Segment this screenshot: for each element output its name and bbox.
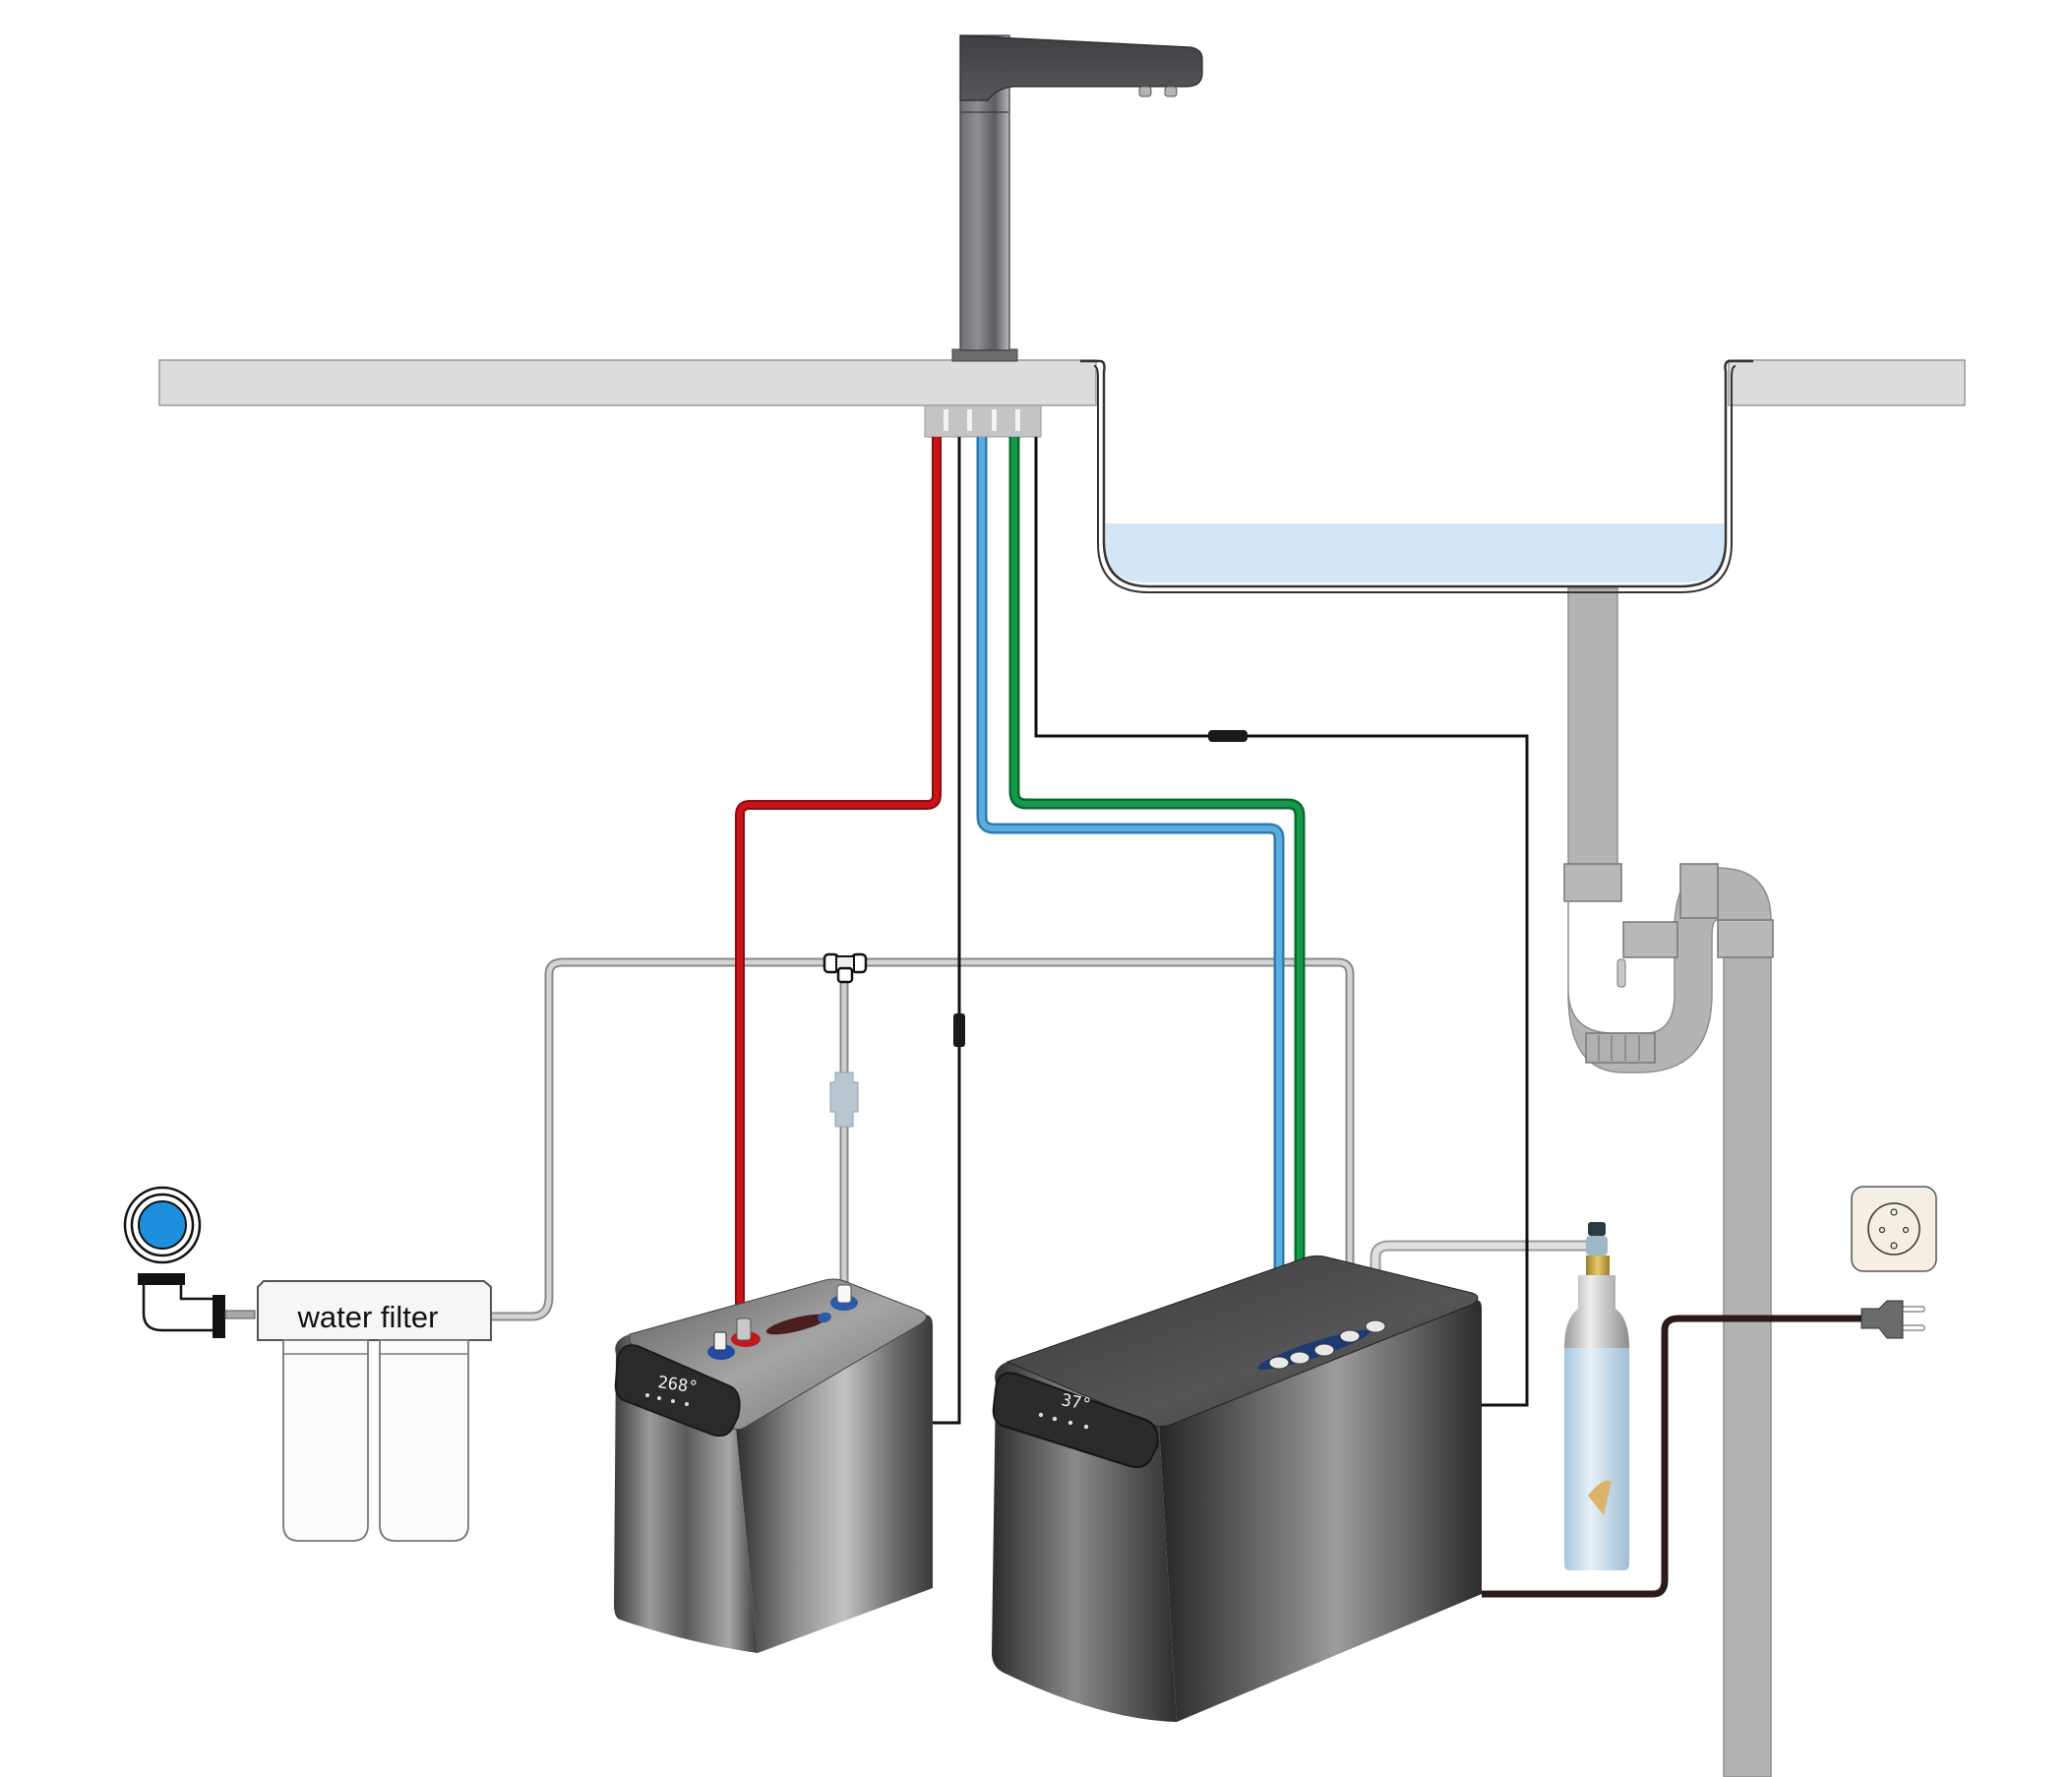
inline-connector-1 (953, 1013, 965, 1047)
trap-collar-2 (1679, 863, 1719, 919)
faucet-base (951, 348, 1018, 362)
supply-line (492, 957, 1355, 1323)
power-cord (1482, 1315, 1863, 1598)
sink-water (1106, 523, 1724, 582)
check-valve (829, 1072, 859, 1128)
hot-unit-buttons (645, 1393, 689, 1406)
control-cable-2 (1034, 437, 1529, 1407)
drain-pipe (1563, 587, 1774, 1777)
faucet-spout-arm (959, 34, 1203, 101)
inline-connector-2 (1208, 730, 1248, 742)
filter-cartridge-1 (282, 1339, 369, 1542)
cylinder-body (1564, 1348, 1629, 1570)
trap-cleanout-nut (1585, 1032, 1656, 1064)
p-trap (1567, 867, 1772, 1777)
valve-handle-icon (138, 1200, 187, 1250)
water-filter: water filter (257, 1280, 492, 1542)
co2-cylinder (1564, 1222, 1629, 1570)
tailpiece-collar (1563, 863, 1622, 902)
power-plug (1860, 1300, 1925, 1339)
water-filter-label: water filter (297, 1300, 439, 1334)
chiller-side (1159, 1300, 1482, 1722)
countertop (158, 359, 1966, 406)
countertop-right (1728, 359, 1966, 406)
cylinder-brass-valve (1586, 1256, 1610, 1275)
filter-head (257, 1280, 492, 1341)
control-cable-1 (933, 437, 961, 1425)
sink-basin (1080, 359, 1753, 593)
sparkling-water-hose (1008, 437, 1306, 1363)
hot-unit-front (614, 1334, 758, 1653)
faucet (951, 34, 1203, 362)
chilled-water-hose (976, 437, 1285, 1363)
shutoff-valve (123, 1186, 256, 1338)
cylinder-knob (1588, 1222, 1606, 1236)
chiller-buttons (1038, 1412, 1089, 1430)
chiller-unit: 37° (992, 1255, 1482, 1722)
hot-unit-display-panel (614, 1344, 741, 1438)
trap-collar-3 (1717, 919, 1774, 958)
countertop-left (158, 359, 1097, 406)
chiller-fittings (1256, 1319, 1386, 1371)
filter-cartridge-2 (379, 1339, 469, 1542)
socket-face-icon (1867, 1202, 1920, 1256)
sink-tailpiece (1567, 587, 1618, 870)
hose-connector-block (924, 404, 1042, 438)
hot-water-hose (735, 437, 942, 1338)
tee-valve (823, 952, 868, 984)
chiller-top (1006, 1255, 1479, 1428)
hot-unit-window (765, 1314, 828, 1335)
boiling-water-unit: 268° (614, 1278, 933, 1653)
faucet-outlet-nozzles (1138, 86, 1178, 97)
trap-collar-1 (1622, 921, 1678, 958)
trap-vent (1616, 958, 1626, 988)
chiller-display-panel (992, 1372, 1159, 1468)
wall-socket (1851, 1186, 1937, 1272)
